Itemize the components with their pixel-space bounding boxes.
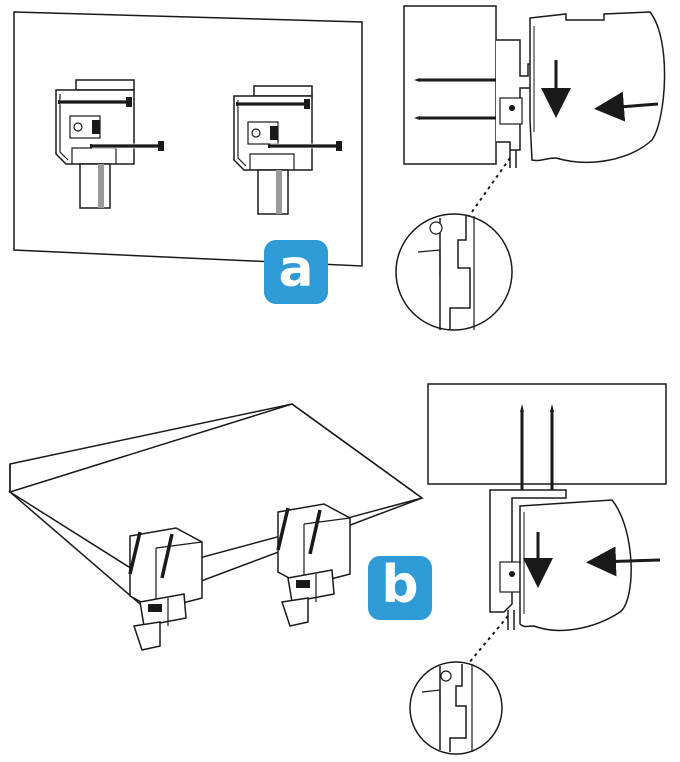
ceiling-bracket-right xyxy=(276,503,351,627)
wall-bracket-left xyxy=(55,79,166,209)
step-badge-a: a xyxy=(264,240,328,304)
arrow-left-icon xyxy=(586,546,661,577)
arrow-left-icon xyxy=(594,91,659,122)
blind-headrail-a xyxy=(529,11,666,164)
wall-side-view-a xyxy=(403,5,533,168)
step-badge-b: b xyxy=(368,556,432,620)
wall-bracket-right xyxy=(233,85,344,215)
ceiling-bracket-left xyxy=(128,527,203,651)
step-badge-b-label: b xyxy=(381,555,419,615)
detail-zoom-b xyxy=(409,615,509,755)
ceiling-side-view-b xyxy=(427,383,667,630)
step-badge-a-label: a xyxy=(278,239,314,299)
detail-zoom-a xyxy=(395,157,513,331)
ceiling-panel-b xyxy=(8,403,424,605)
